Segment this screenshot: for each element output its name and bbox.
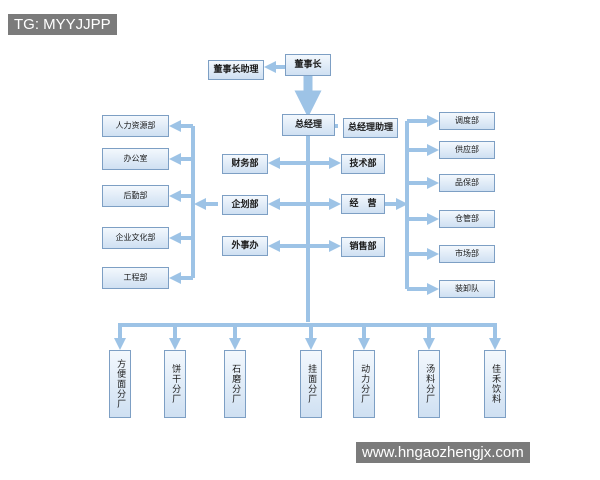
finance-box: 财务部 (222, 154, 268, 174)
factory-seasoning: 汤料分厂 (418, 350, 440, 418)
left-dept-engineering: 工程部 (102, 267, 169, 289)
left-dept-office: 办公室 (102, 148, 169, 170)
left-dept-hr: 人力资源部 (102, 115, 169, 137)
chairman-assistant-box: 董事长助理 (208, 60, 264, 80)
operations-box: 经 营 (341, 194, 385, 214)
right-dept-warehouse: 仓管部 (439, 210, 495, 228)
right-dept-supply: 供应部 (439, 141, 495, 159)
gm-assistant-box: 总经理助理 (343, 118, 398, 138)
factory-dried-noodle: 挂面分厂 (300, 350, 322, 418)
right-dept-market: 市场部 (439, 245, 495, 263)
chairman-box: 董事长 (285, 54, 331, 76)
foreign-affairs-box: 外事办 (222, 236, 268, 256)
general-manager-box: 总经理 (282, 114, 335, 136)
watermark-bottom: www.hngaozhengjx.com (356, 442, 530, 463)
left-dept-logistics: 后勤部 (102, 185, 169, 207)
factory-stone-mill: 石磨分厂 (224, 350, 246, 418)
technology-box: 技术部 (341, 154, 385, 174)
factory-power: 动力分厂 (353, 350, 375, 418)
factory-biscuit: 饼干分厂 (164, 350, 186, 418)
right-dept-quality: 品保部 (439, 174, 495, 192)
right-dept-loading: 装卸队 (439, 280, 495, 298)
factory-instant-noodle: 方便面分厂 (109, 350, 131, 418)
right-dept-dispatch: 调度部 (439, 112, 495, 130)
planning-box: 企划部 (222, 195, 268, 215)
watermark-top: TG: MYYJJPP (8, 14, 117, 35)
sales-box: 销售部 (341, 237, 385, 257)
factory-jiahe-drinks: 佳禾饮料 (484, 350, 506, 418)
left-dept-culture: 企业文化部 (102, 227, 169, 249)
